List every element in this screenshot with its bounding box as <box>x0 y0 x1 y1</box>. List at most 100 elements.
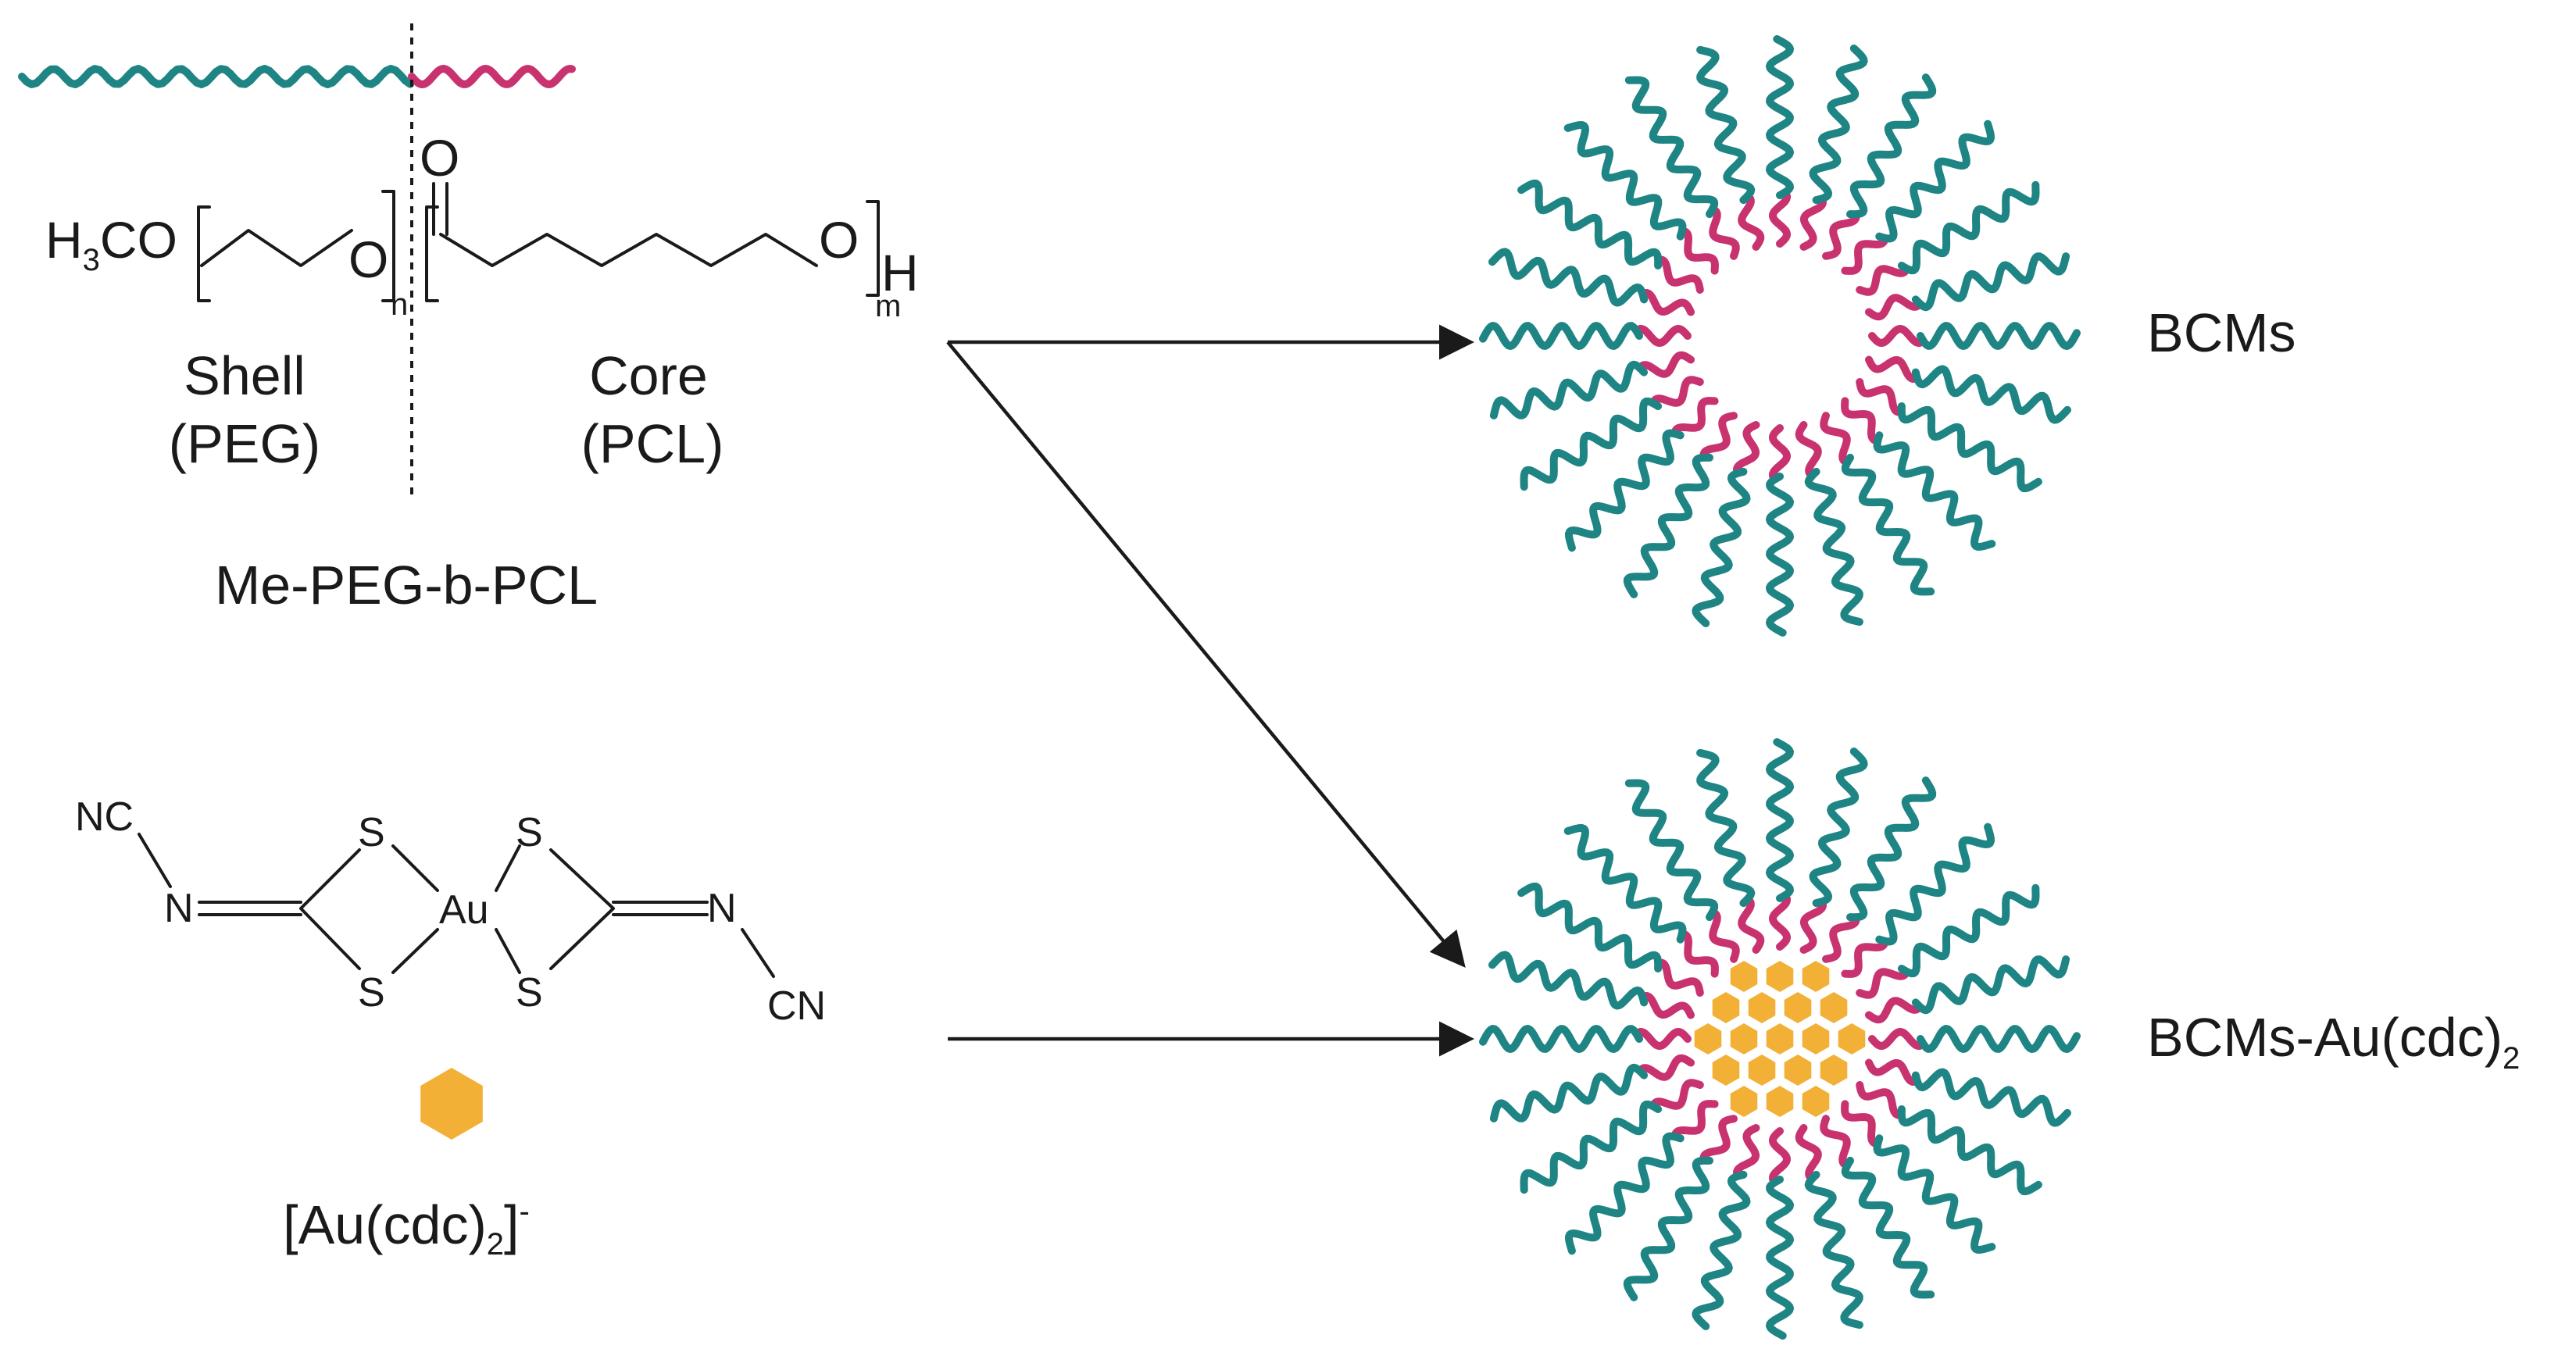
imine-double-bond-left <box>198 901 302 916</box>
repeat-index-m: m <box>875 289 901 323</box>
drug-hexagon <box>1820 992 1848 1023</box>
pcl-chain <box>1856 378 1903 416</box>
peg-chain <box>1846 776 1937 922</box>
pcl-chain <box>1822 213 1860 260</box>
peg-chain <box>1897 1105 2042 1196</box>
pcl-chain <box>1820 412 1851 466</box>
pcl-chain <box>1795 421 1822 478</box>
peg-chain <box>1911 252 2070 312</box>
pcl-chain <box>1769 1127 1791 1183</box>
nc-to-n-bond <box>138 833 172 888</box>
pcl-chain <box>1865 1058 1918 1086</box>
peg-repeat-bracket-close <box>381 190 395 302</box>
dithio-ring-left <box>299 848 361 970</box>
pcl-chain <box>1769 424 1791 480</box>
peg-repeat-bracket-open <box>197 205 211 302</box>
pcl-chain <box>1642 289 1695 316</box>
peg-chain <box>1911 1068 2071 1127</box>
peg-chain <box>1517 179 1663 269</box>
pcl-chain <box>1841 1100 1879 1147</box>
peg-chain <box>1917 1025 2081 1053</box>
pcl-chain <box>1856 265 1910 296</box>
empty-micelle-icon <box>1479 35 2081 637</box>
drug-hexagon <box>1766 1086 1794 1117</box>
peg-chain <box>1897 180 2040 275</box>
pcl-chain <box>1657 958 1704 997</box>
pcl-chain <box>1795 1124 1822 1181</box>
imine-double-bond-right <box>612 901 709 916</box>
drug-hexagon <box>1748 992 1776 1023</box>
peg-chain <box>1692 1170 1751 1330</box>
peg-chain <box>1624 779 1719 922</box>
pcl-chain <box>1865 355 1918 383</box>
peg-chain <box>1766 35 1794 199</box>
pcl-chain <box>1865 997 1922 1024</box>
empty-micelle-label: BCMs <box>2147 302 2296 363</box>
pcl-chain <box>1671 397 1719 435</box>
gold-complex-hexagon-icon <box>420 1068 483 1140</box>
au-s-bonds-right <box>495 844 521 974</box>
pcl-chain <box>1868 1028 1924 1050</box>
peg-chain <box>1846 73 1937 219</box>
loaded-micelle-icon <box>1479 738 2081 1340</box>
sulfur-bottom-left: S <box>358 970 385 1015</box>
drug-hexagon <box>1838 1023 1866 1055</box>
peg-chain <box>1692 467 1751 627</box>
pcl-block-wave <box>408 65 576 88</box>
pcl-bonds <box>439 233 818 267</box>
drug-hexagon <box>1766 1023 1794 1055</box>
peg-chain <box>1766 473 1794 637</box>
pcl-chain <box>1699 1115 1738 1162</box>
peg-chain <box>1841 1156 1935 1299</box>
drug-loaded-core-icon <box>1694 961 1866 1117</box>
peg-bonds <box>200 229 353 267</box>
copolymer-chain-icon <box>18 65 576 88</box>
peg-chain <box>1911 365 2071 424</box>
peg-chain <box>1565 1132 1685 1255</box>
peg-chain <box>1489 1063 1649 1122</box>
pcl-chain <box>1681 930 1719 978</box>
peg-chain <box>1766 1176 1794 1340</box>
pcl-chain <box>1769 894 1791 951</box>
pcl-chain <box>1709 909 1740 963</box>
drug-hexagon <box>1730 961 1758 992</box>
pcl-chain <box>1841 397 1879 444</box>
drug-hexagon <box>1694 1023 1722 1055</box>
pcl-chain <box>1856 1081 1903 1119</box>
pcl-repeat-bracket-close <box>866 200 880 297</box>
drug-hexagon <box>1730 1086 1758 1117</box>
peg-chain <box>1517 882 1663 972</box>
gold-atom: Au <box>439 887 489 933</box>
drug-hexagon <box>1802 1086 1830 1117</box>
peg-chain <box>1489 360 1649 419</box>
pcl-chain <box>1769 191 1791 248</box>
peg-chain <box>1873 431 1996 551</box>
nitrile-left: NC <box>75 794 134 840</box>
repeat-index-n: n <box>391 287 408 322</box>
pcl-chain <box>1657 255 1704 294</box>
peg-chain <box>1520 397 1663 491</box>
drug-hexagon <box>1712 992 1740 1023</box>
sulfur-top-left: S <box>358 810 385 855</box>
pcl-chain <box>1733 421 1760 474</box>
pcl-chain <box>1638 351 1695 378</box>
pcl-chain <box>1638 1054 1695 1081</box>
pcl-chain <box>1841 237 1888 275</box>
sulfur-bottom-right: S <box>516 970 543 1015</box>
drug-hexagon <box>1820 1055 1848 1086</box>
nitrile-right: CN <box>767 983 826 1029</box>
drug-hexagon <box>1730 1023 1758 1055</box>
peg-chain <box>1696 748 1756 908</box>
imine-n-right: N <box>707 886 737 931</box>
peg-chain <box>1565 429 1685 552</box>
drug-hexagon <box>1802 1023 1830 1055</box>
peg-chain <box>1624 76 1719 219</box>
terminal-hydrogen: H <box>881 244 919 302</box>
dithio-ring-right <box>549 848 615 970</box>
peg-chain <box>1479 1025 1643 1053</box>
peg-chain <box>1917 322 2081 350</box>
pcl-chain <box>1738 194 1765 251</box>
peg-chain <box>1488 248 1649 307</box>
peg-block-wave <box>18 65 414 88</box>
